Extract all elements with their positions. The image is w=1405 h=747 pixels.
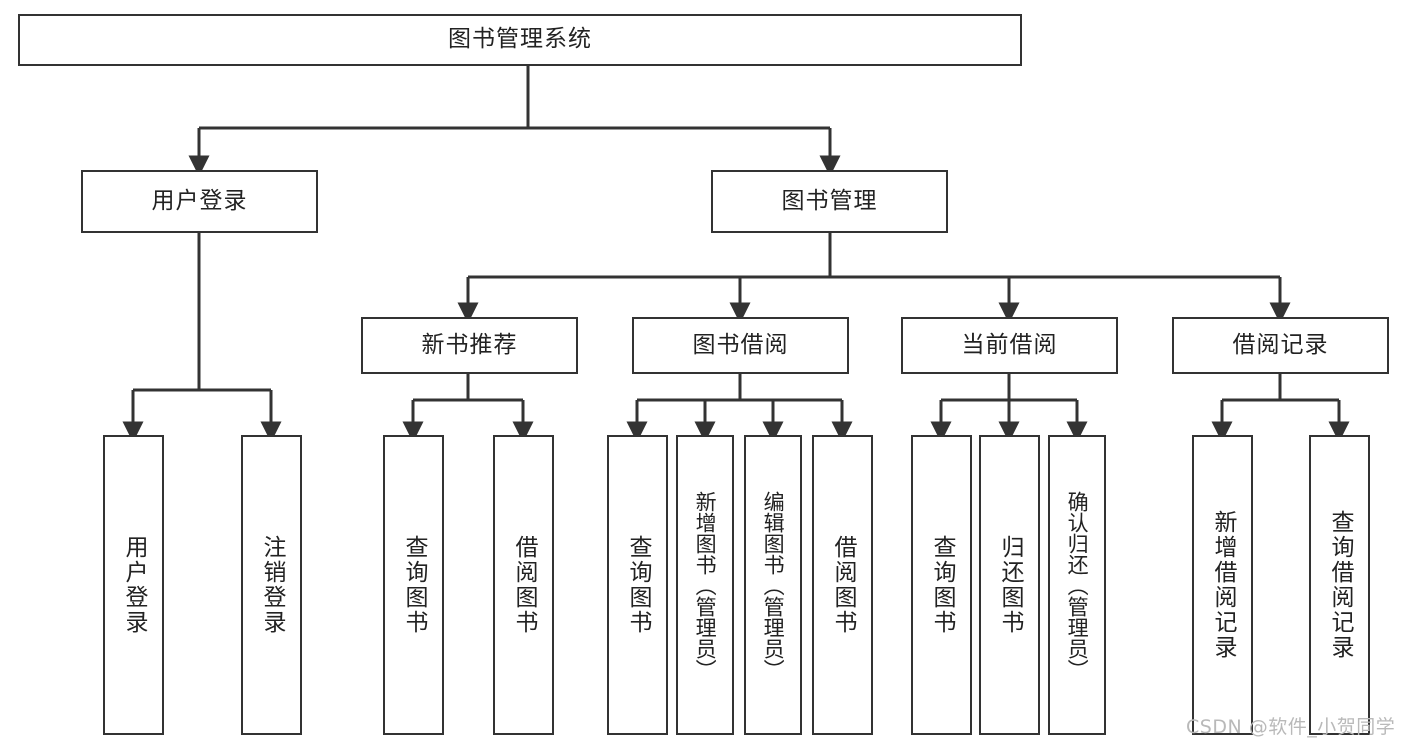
node-borrow-record[interactable]: 借阅记录 — [1172, 317, 1389, 374]
node-label: 图书借阅 — [692, 331, 789, 358]
node-new-book-recommend[interactable]: 新书推荐 — [361, 317, 578, 374]
node-label: 借阅记录 — [1232, 331, 1329, 358]
leaf-book-borrow-borrow[interactable]: 借阅图书 — [812, 435, 873, 735]
leaf-new-book-borrow[interactable]: 借阅图书 — [493, 435, 554, 735]
leaf-new-book-query[interactable]: 查询图书 — [383, 435, 444, 735]
node-book-borrow[interactable]: 图书借阅 — [632, 317, 849, 374]
node-label: 用户登录 — [121, 535, 148, 635]
leaf-user-login-signin[interactable]: 用户登录 — [103, 435, 164, 735]
node-label: 新增图书（管理员） — [693, 490, 718, 680]
node-label: 注销登录 — [259, 535, 286, 635]
leaf-current-borrow-query[interactable]: 查询图书 — [911, 435, 972, 735]
node-root-book-management-system[interactable]: 图书管理系统 — [18, 14, 1022, 66]
node-label: 归还图书 — [997, 535, 1024, 635]
node-label: 图书管理 — [781, 187, 878, 214]
node-label: 编辑图书（管理员） — [761, 490, 786, 680]
node-label: 查询图书 — [929, 535, 956, 635]
node-label: 用户登录 — [151, 187, 248, 214]
node-label: 查询图书 — [625, 535, 652, 635]
csdn-watermark: CSDN @软件_小贺同学 — [1186, 716, 1396, 738]
node-label: 当前借阅 — [961, 331, 1058, 358]
leaf-book-borrow-query[interactable]: 查询图书 — [607, 435, 668, 735]
node-label: 查询借阅记录 — [1327, 510, 1354, 660]
leaf-current-borrow-return[interactable]: 归还图书 — [979, 435, 1040, 735]
node-label: 新增借阅记录 — [1210, 510, 1237, 660]
node-label: 新书推荐 — [421, 331, 518, 358]
leaf-book-borrow-add-admin[interactable]: 新增图书（管理员） — [676, 435, 734, 735]
node-label: 确认归还（管理员） — [1065, 490, 1090, 680]
leaf-borrow-record-add[interactable]: 新增借阅记录 — [1192, 435, 1253, 735]
leaf-user-login-signout[interactable]: 注销登录 — [241, 435, 302, 735]
node-label: 图书管理系统 — [448, 26, 592, 53]
node-book-management[interactable]: 图书管理 — [711, 170, 948, 233]
node-current-borrow[interactable]: 当前借阅 — [901, 317, 1118, 374]
node-label: 借阅图书 — [830, 535, 857, 635]
leaf-borrow-record-query[interactable]: 查询借阅记录 — [1309, 435, 1370, 735]
node-label: 借阅图书 — [511, 535, 538, 635]
leaf-book-borrow-edit-admin[interactable]: 编辑图书（管理员） — [744, 435, 802, 735]
node-user-login[interactable]: 用户登录 — [81, 170, 318, 233]
leaf-current-borrow-confirm-return-admin[interactable]: 确认归还（管理员） — [1048, 435, 1106, 735]
node-label: 查询图书 — [401, 535, 428, 635]
